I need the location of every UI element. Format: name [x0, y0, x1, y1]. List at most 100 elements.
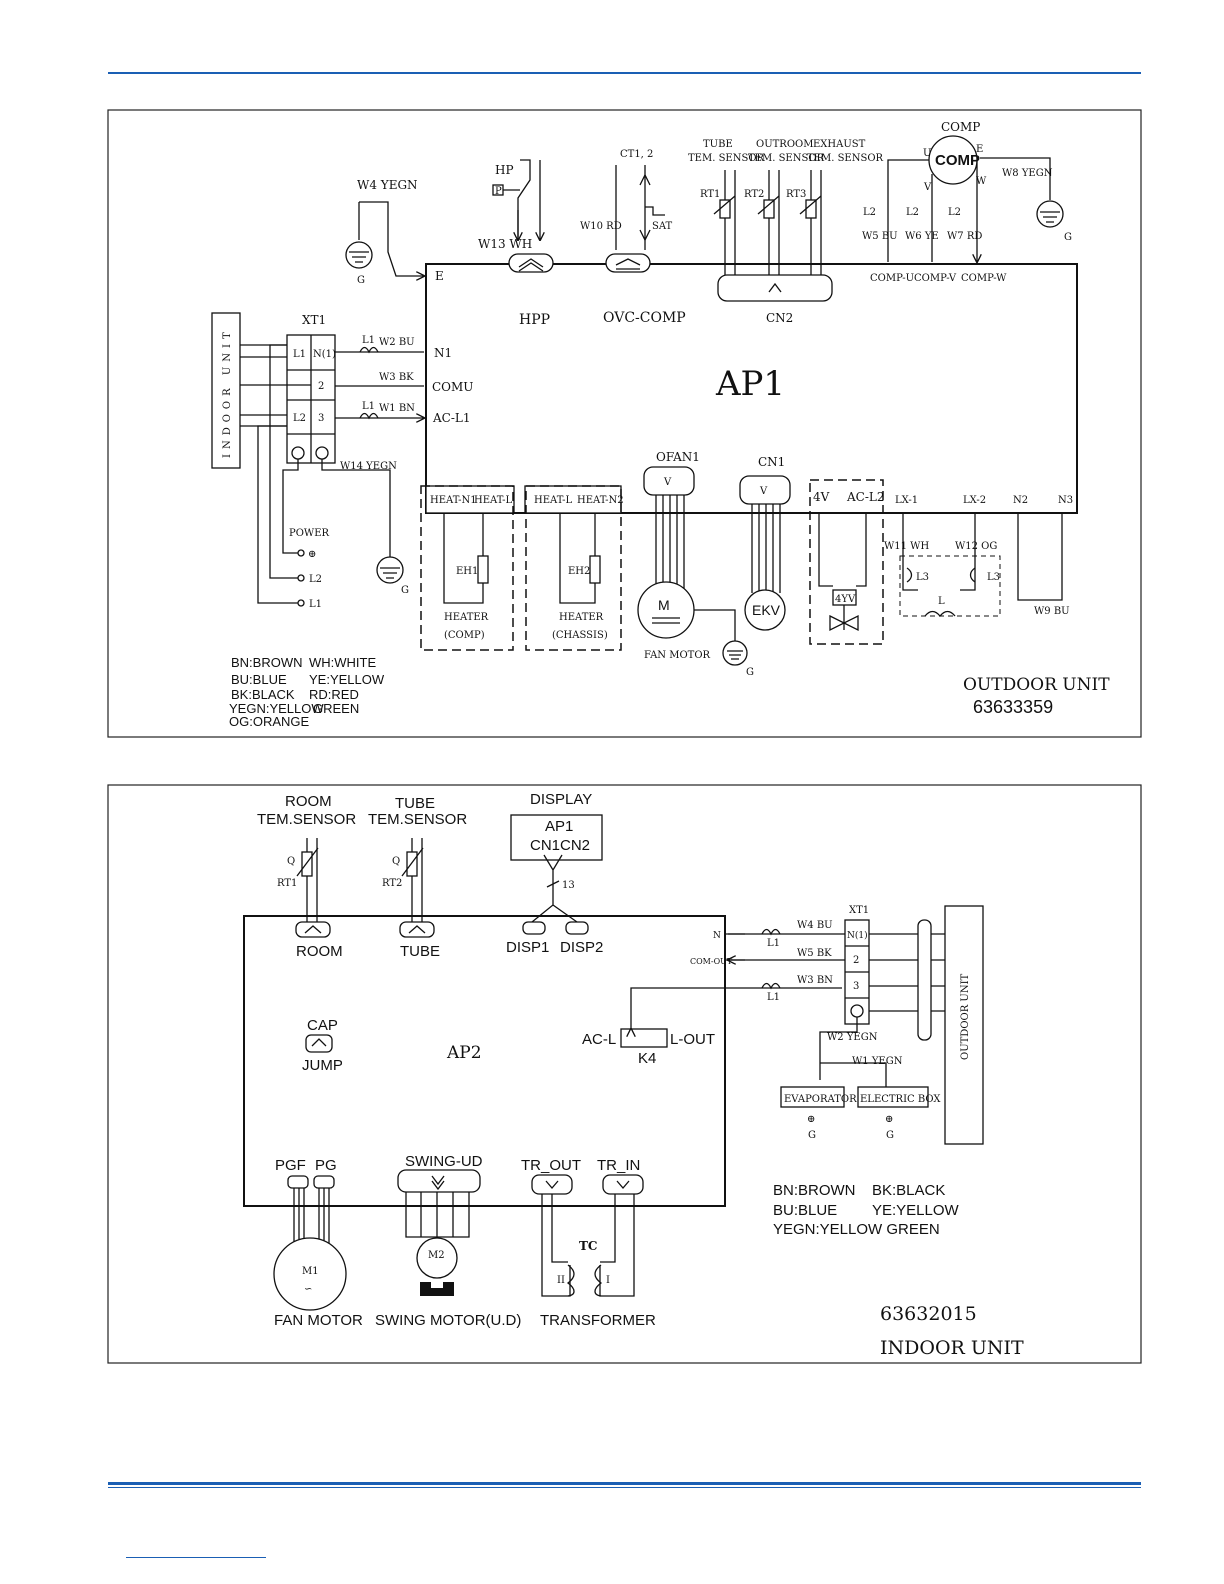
tube-sensor-title: TUBE	[395, 795, 435, 812]
heater-chassis-title: HEATER	[559, 612, 604, 623]
m1-label: M1	[302, 1266, 319, 1277]
w8-label: W8 YEGN	[1002, 168, 1053, 179]
heater-chassis-group	[525, 485, 622, 651]
w3-label: W3 BK	[379, 372, 414, 383]
comp-v-terminal: COMP-V	[914, 273, 957, 284]
cn1-connector	[739, 475, 791, 505]
svg-text:BK:BLACK: BK:BLACK	[872, 1182, 945, 1199]
power-l2: L2	[309, 574, 322, 585]
indoor-link-wires	[240, 344, 424, 426]
secondary-i: I	[606, 1275, 610, 1286]
k4-label: K4	[638, 1050, 656, 1067]
electric-box	[857, 1086, 929, 1108]
indoor-xt1-2: 2	[853, 955, 859, 966]
xt1-n1: N(1)	[313, 349, 336, 360]
four-way-valve-group	[809, 479, 884, 645]
swing-ud-label: SWING-UD	[405, 1153, 483, 1170]
outdoor-color-legend: BN:BROWN WH:WHITE BU:BLUE YE:YELLOW BK:B…	[229, 655, 385, 729]
ap2-label: AP2	[446, 1043, 482, 1063]
heater-chassis-subtitle: (CHASSIS)	[552, 630, 608, 641]
choke-l1-b: L1	[362, 401, 375, 412]
hpp-label: HPP	[519, 312, 550, 328]
heater-comp-title: HEATER	[444, 612, 489, 623]
l2-label-u: L2	[863, 207, 876, 218]
w2-label: W2 YEGN	[827, 1032, 878, 1043]
sensor-wires	[713, 170, 822, 275]
tube-terminal: TUBE	[400, 943, 440, 960]
l2-label-w: L2	[948, 207, 961, 218]
ofan1-connector	[643, 466, 695, 496]
xt1-l1: L1	[293, 349, 306, 360]
m2-label: M2	[428, 1250, 445, 1261]
pgf-label: PGF	[275, 1157, 306, 1174]
svg-text:YE:YELLOW: YE:YELLOW	[872, 1202, 960, 1219]
footer-line	[126, 1557, 266, 1558]
fan-ground-g: G	[746, 667, 754, 678]
ap2-board	[243, 915, 726, 1207]
lx-wires	[902, 513, 1063, 601]
power-l1: L1	[309, 599, 322, 610]
svg-text:GREEN: GREEN	[313, 701, 359, 716]
heat-l-label: HEAT-L	[474, 495, 512, 506]
cn1-label: CN1	[758, 455, 785, 469]
indoor-rt1: RT1	[277, 878, 297, 889]
indoor-unit-label: INDOOR UNIT	[222, 327, 233, 458]
cap-label: CAP	[307, 1017, 338, 1034]
heat-comp-connector	[425, 485, 515, 514]
ekv-label: EKV	[752, 602, 781, 618]
e-terminal: E	[435, 269, 444, 283]
4yv-coil	[832, 589, 857, 606]
evaporator-ground-symbol: ⊕	[807, 1114, 815, 1125]
cap-jump-connector	[305, 1034, 333, 1053]
outdoor-unit-block	[944, 905, 984, 1145]
comp-u-terminal: COMP-U	[870, 273, 914, 284]
disp1-terminal: DISP1	[506, 939, 549, 956]
room-terminal: ROOM	[296, 943, 343, 960]
pg-label: PG	[315, 1157, 337, 1174]
ct-label: CT1, 2	[620, 149, 653, 160]
w7-label: W7 RD	[947, 231, 982, 242]
ac-l-wire	[631, 987, 842, 1029]
indoor-unit-title: INDOOR UNIT	[880, 1337, 1024, 1359]
choke-l1-a: L1	[767, 938, 780, 949]
w10-label: W10 RD	[580, 221, 622, 232]
com-out-terminal: COM-OUT	[690, 957, 733, 966]
tc-label: TC	[579, 1239, 597, 1253]
cn1-v: V	[759, 486, 768, 497]
outdoor-frame	[107, 109, 1142, 738]
display-title: DISPLAY	[530, 791, 592, 808]
comp-ground-g: G	[1064, 232, 1072, 243]
outdoor-unit-label: OUTDOOR UNIT	[960, 973, 971, 1060]
primary-ii: II	[557, 1275, 565, 1286]
xt1-2: 2	[318, 381, 324, 392]
ekv-wires	[751, 504, 781, 593]
tr-in-label: TR_IN	[597, 1157, 640, 1174]
rt1-label: RT1	[700, 189, 720, 200]
fan-wires	[293, 1188, 330, 1250]
xt1-label: XT1	[302, 313, 326, 327]
svg-text:BK:BLACK: BK:BLACK	[231, 687, 295, 702]
4yv-wires	[818, 513, 867, 630]
w14-ground-wire	[321, 459, 391, 560]
fan-motor-label: FAN MOTOR	[644, 650, 711, 661]
svg-text:BU:BLUE: BU:BLUE	[773, 1202, 837, 1219]
display-cable	[531, 854, 578, 923]
xt1-3: 3	[318, 413, 324, 424]
top-rule	[108, 72, 1141, 74]
indoor-color-legend: BN:BROWN BK:BLACK BU:BLUE YE:YELLOW YEGN…	[773, 1182, 960, 1238]
w9-label: W9 BU	[1034, 606, 1070, 617]
lx2-label: LX-2	[963, 495, 986, 506]
w11-label: W11 WH	[884, 541, 929, 552]
svg-text:BN:BROWN: BN:BROWN	[231, 655, 303, 670]
l3-label-a: L3	[916, 572, 929, 583]
heater-comp-subtitle: (COMP)	[444, 630, 485, 641]
indoor-fan-motor-icon	[273, 1237, 347, 1311]
w5-label: W5 BU	[862, 231, 898, 242]
cn2-label: CN2	[766, 311, 793, 325]
w2-label: W2 BU	[379, 337, 415, 348]
outdoor-diagram-code: 63633359	[973, 697, 1053, 717]
indoor-ground-wires	[819, 1017, 887, 1087]
w5-label: W5 BK	[797, 948, 832, 959]
l-out-label: L-OUT	[670, 1031, 715, 1048]
heater-wires	[443, 513, 596, 604]
